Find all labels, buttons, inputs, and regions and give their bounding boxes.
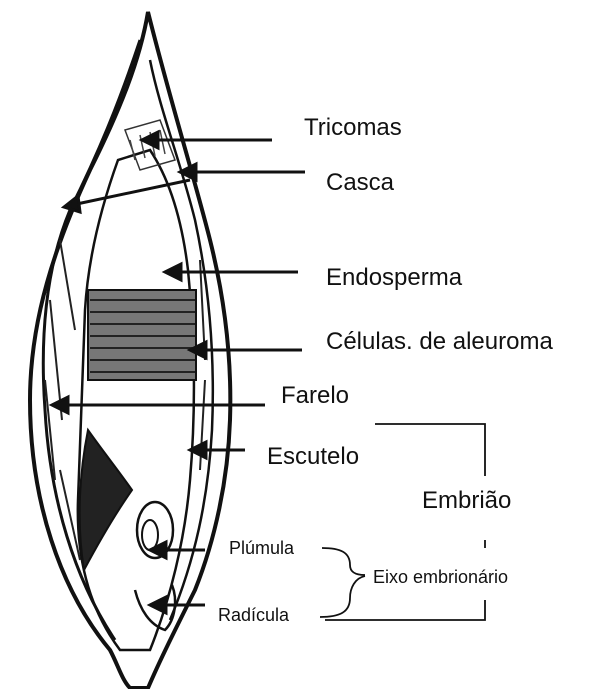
label-endosperma: Endosperma — [326, 266, 462, 290]
label-eixo-embrionario: Eixo embrionário — [373, 568, 508, 586]
label-plumula: Plúmula — [229, 539, 294, 557]
label-radicula: Radícula — [218, 606, 289, 624]
label-farelo: Farelo — [281, 384, 349, 408]
label-embriao: Embrião — [422, 489, 511, 513]
label-escutelo: Escutelo — [267, 445, 359, 469]
label-tricomas: Tricomas — [304, 116, 402, 140]
farelo-embriao-connector — [375, 424, 485, 476]
arrowhead-casca-2 — [64, 196, 80, 212]
label-celulas-aleuroma: Células. de aleuroma — [326, 330, 553, 354]
radicula-brace — [320, 576, 365, 617]
label-casca: Casca — [326, 171, 394, 195]
plumula-brace — [322, 548, 365, 575]
